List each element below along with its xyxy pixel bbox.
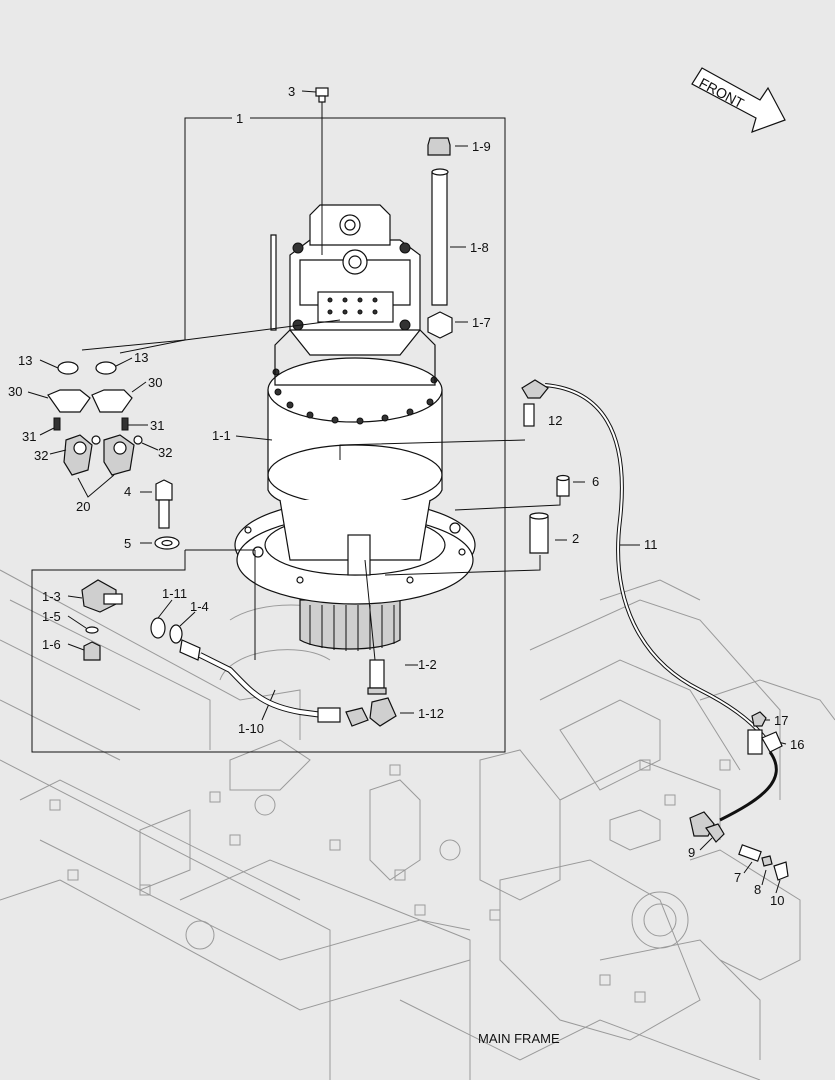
callout-32b: 32 (158, 445, 172, 460)
swing-motor (234, 204, 476, 651)
callout-11: 11 (644, 537, 658, 552)
callout-1-3: 1-3 (42, 589, 61, 604)
callout-12: 12 (548, 413, 562, 428)
callout-30b: 30 (148, 375, 162, 390)
callout-5: 5 (124, 536, 131, 551)
callout-7: 7 (734, 870, 741, 885)
flange-fittings (27, 357, 159, 498)
callout-32a: 32 (34, 448, 48, 463)
dipstick-parts (427, 137, 453, 339)
drain-hose (521, 379, 772, 747)
callout-1-8: 1-8 (470, 240, 489, 255)
callout-1-11: 1-11 (162, 586, 187, 601)
callout-1-6: 1-6 (42, 637, 61, 652)
callout-30a: 30 (8, 384, 22, 399)
callout-13a: 13 (18, 353, 32, 368)
callout-1-7: 1-7 (472, 315, 491, 330)
callout-1: 1 (236, 111, 243, 126)
callout-31a: 31 (22, 429, 36, 444)
callout-31b: 31 (150, 418, 164, 433)
callout-1-2: 1-2 (418, 657, 437, 672)
drain-line-inset (67, 579, 397, 727)
callout-20: 20 (76, 499, 90, 514)
callout-1-9: 1-9 (472, 139, 491, 154)
callout-10: 10 (770, 893, 784, 908)
callout-16: 16 (790, 737, 804, 752)
callout-1-10: 1-10 (238, 721, 264, 736)
callout-1-12: 1-12 (418, 706, 444, 721)
front-arrow (691, 67, 786, 133)
callout-4: 4 (124, 484, 131, 499)
callout-2: 2 (572, 531, 579, 546)
callout-13b: 13 (134, 350, 148, 365)
assembly-box (31, 117, 506, 753)
plugs (529, 474, 570, 554)
main-frame-drawing (0, 569, 835, 1080)
callout-1-4: 1-4 (190, 599, 209, 614)
bolt-4-washer-5 (154, 479, 180, 550)
callout-9: 9 (688, 845, 695, 860)
callout-8: 8 (754, 882, 761, 897)
callout-6: 6 (592, 474, 599, 489)
callout-3: 3 (288, 84, 295, 99)
frame-caption: MAIN FRAME (478, 1031, 560, 1046)
callout-17: 17 (774, 713, 788, 728)
callout-1-5: 1-5 (42, 609, 61, 624)
hose-end-fittings (689, 711, 789, 881)
callout-1-1: 1-1 (212, 428, 231, 443)
bolt-3 (315, 87, 329, 103)
